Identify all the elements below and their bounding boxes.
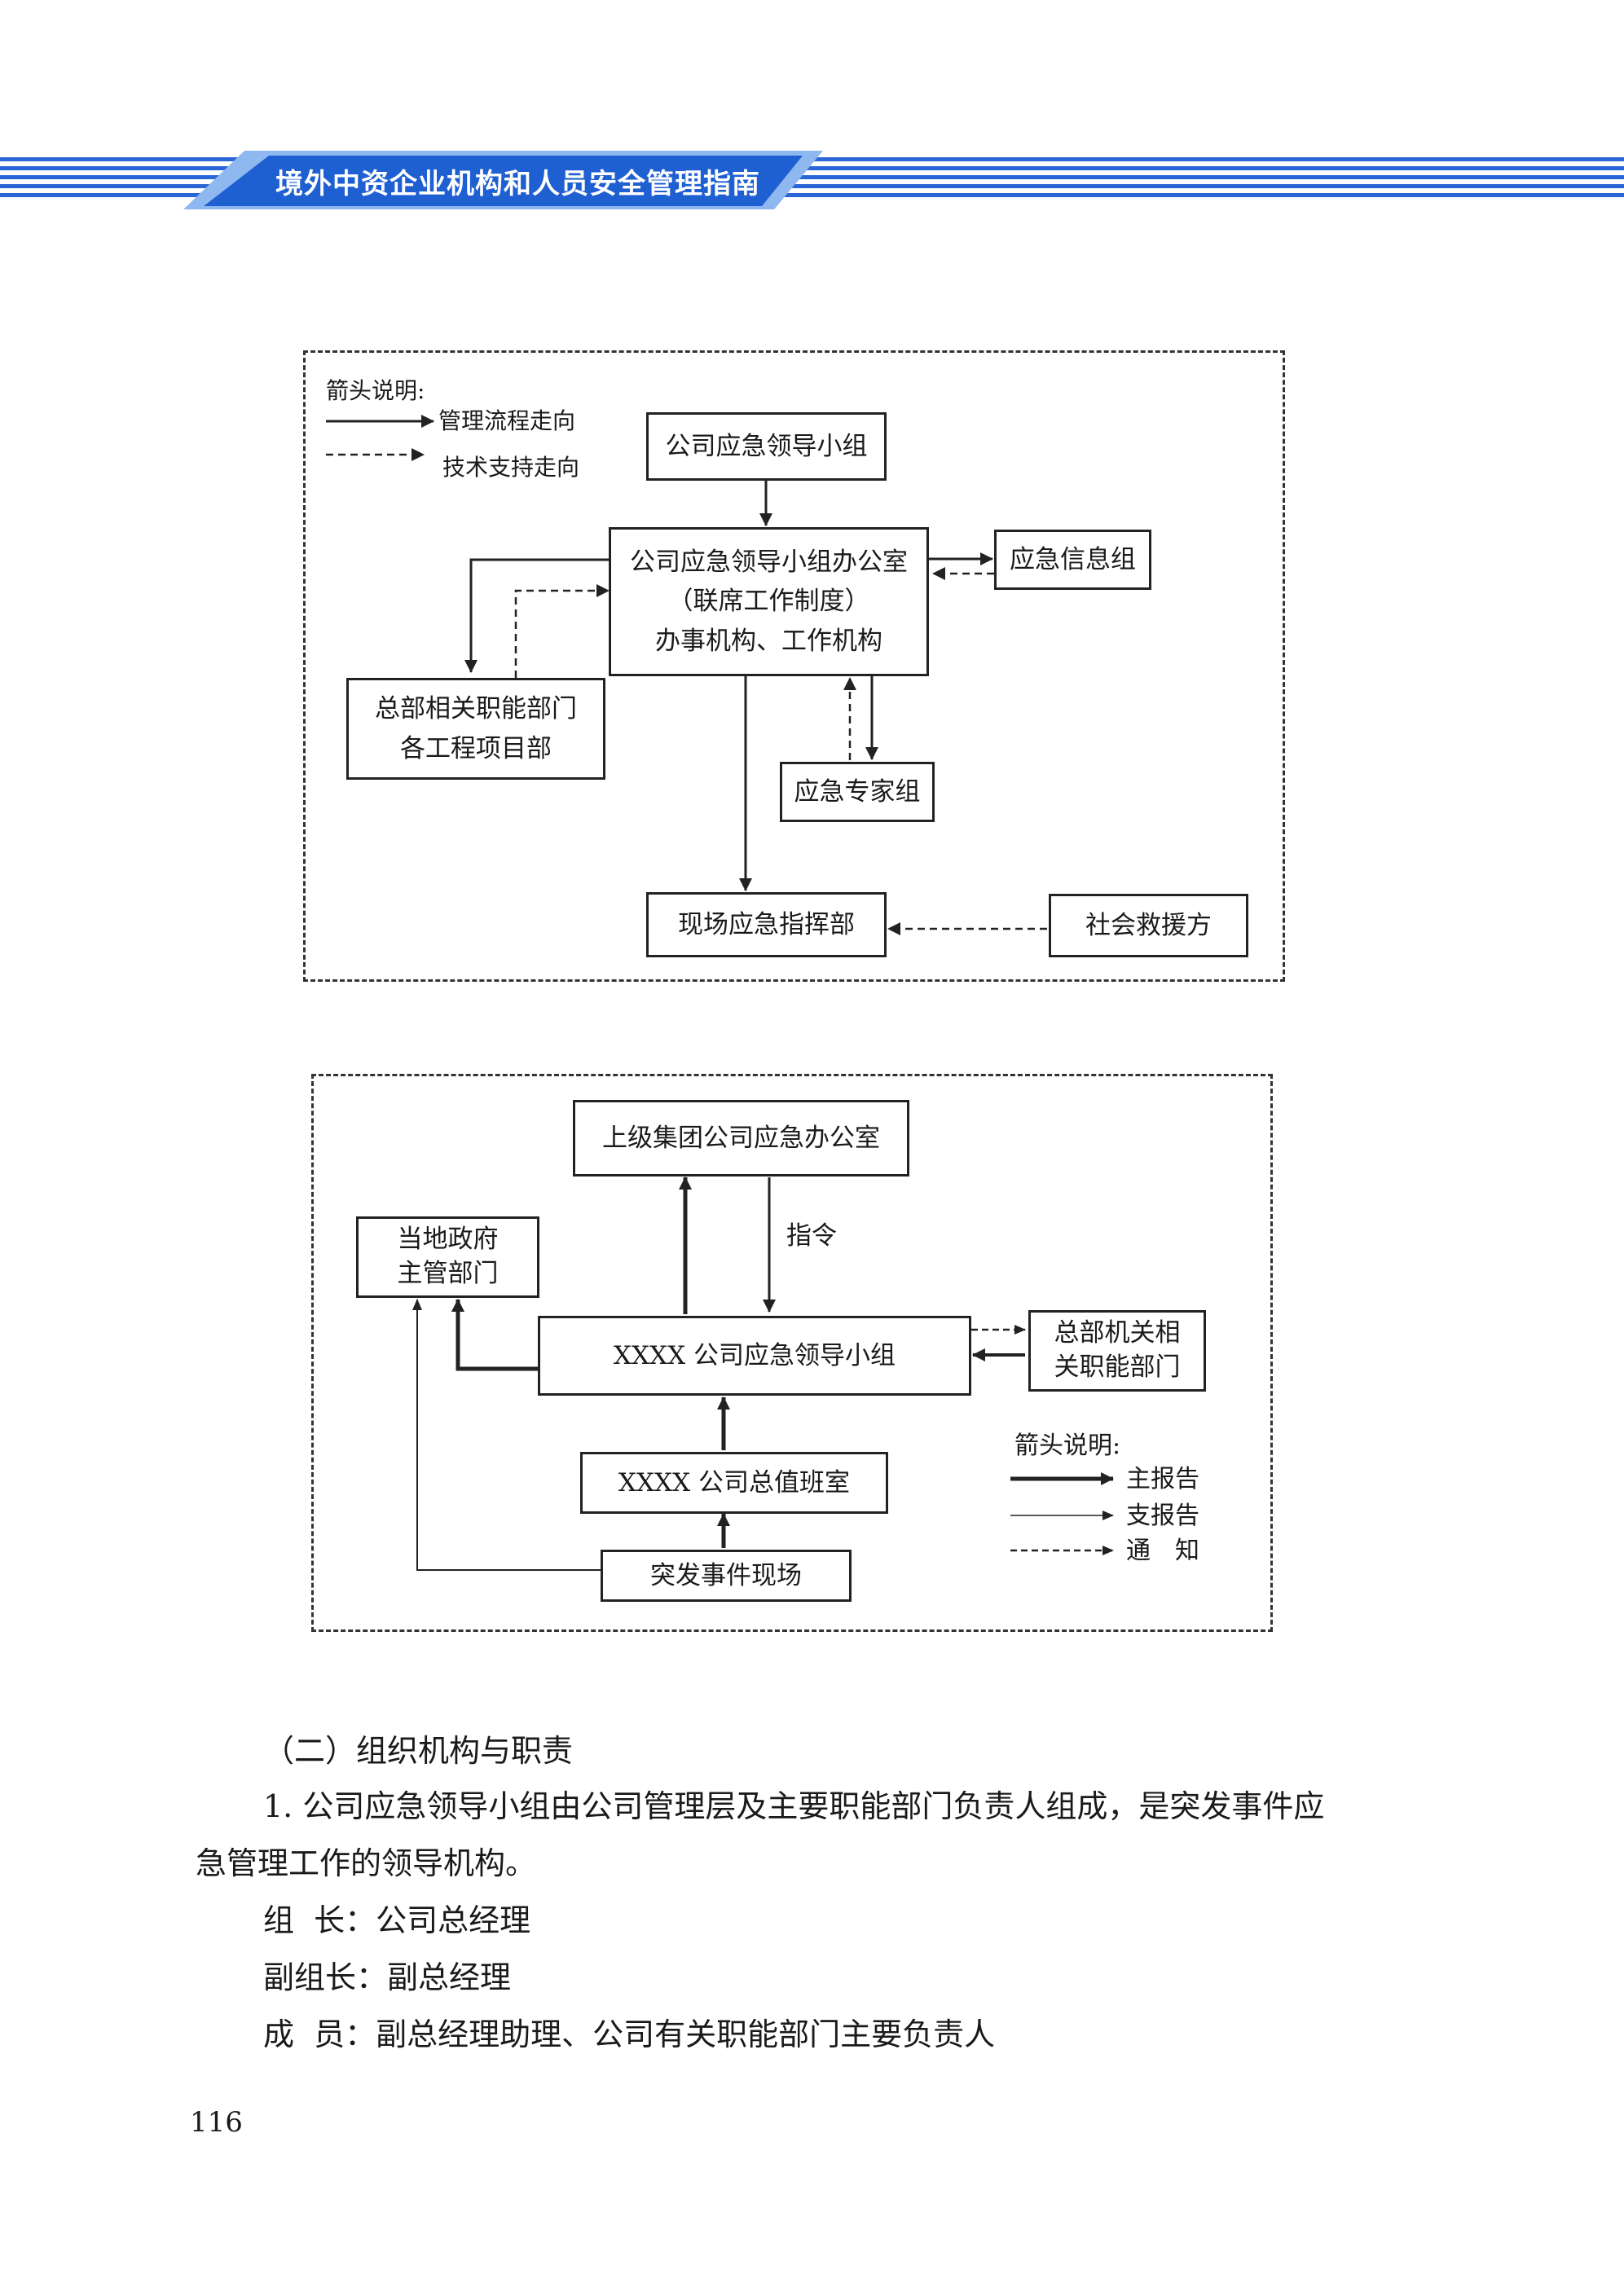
diagram1-frame — [303, 350, 1285, 982]
office-line2: （联席工作制度） — [667, 587, 870, 617]
expert-group-label: 应急专家组 — [794, 776, 921, 807]
leading-group-label: 公司应急领导小组 — [665, 431, 868, 461]
legend-main-report-label: 主报告 — [1126, 1465, 1199, 1493]
hq-departments-box: 总部相关职能部门 各工程项目部 — [346, 678, 605, 780]
incident-site-label: 突发事件现场 — [650, 1560, 802, 1590]
company-leading-group-box: XXXX 公司应急领导小组 — [538, 1316, 971, 1396]
group-office-label: 上级集团公司应急办公室 — [602, 1123, 880, 1153]
office-line1: 公司应急领导小组办公室 — [630, 548, 908, 578]
paragraph-1-line-2: 急管理工作的领导机构。 — [196, 1845, 537, 1881]
deputy-leader-line: 副组长：副总经理 — [263, 1959, 512, 1995]
local-gov-line2: 主管部门 — [397, 1259, 499, 1288]
hq-line1: 总部机关相 — [1054, 1318, 1181, 1348]
hq-line2: 关职能部门 — [1054, 1352, 1181, 1382]
duty-room-box: XXXX 公司总值班室 — [580, 1452, 888, 1514]
incident-site-box: 突发事件现场 — [601, 1550, 852, 1602]
site-command-box: 现场应急指挥部 — [646, 892, 887, 957]
members-line: 成 员：副总经理助理、公司有关职能部门主要负责人 — [263, 2017, 996, 2052]
running-header-title: 境外中资企业机构和人员安全管理指南 — [275, 168, 760, 200]
hq-dept-line1: 总部相关职能部门 — [375, 694, 577, 724]
company-leading-group-label: XXXX 公司应急领导小组 — [613, 1340, 896, 1370]
hq-functional-departments-box: 总部机关相 关职能部门 — [1028, 1310, 1206, 1392]
social-rescue-label: 社会救援方 — [1085, 910, 1212, 940]
local-government-box: 当地政府 主管部门 — [356, 1216, 539, 1298]
expert-group-box: 应急专家组 — [780, 762, 935, 822]
leading-group-box: 公司应急领导小组 — [646, 412, 887, 481]
diagram1-legend-solid-label: 管理流程走向 — [438, 407, 576, 434]
local-gov-line1: 当地政府 — [397, 1225, 499, 1255]
page-number: 116 — [190, 2106, 243, 2139]
leading-group-office-box: 公司应急领导小组办公室 （联席工作制度） 办事机构、工作机构 — [609, 527, 929, 676]
section-heading: （二）组织机构与职责 — [263, 1733, 574, 1769]
legend-notice-label: 通 知 — [1126, 1537, 1199, 1565]
diagram2-frame — [311, 1074, 1273, 1632]
group-emergency-office-box: 上级集团公司应急办公室 — [573, 1100, 909, 1176]
info-group-label: 应急信息组 — [1010, 544, 1136, 574]
diagram1-legend-title: 箭头说明: — [326, 377, 425, 404]
paragraph-1-line-1: 1. 公司应急领导小组由公司管理层及主要职能部门负责人组成，是突发事件应 — [263, 1788, 1325, 1824]
hq-dept-line2: 各工程项目部 — [400, 733, 552, 763]
diagram2-legend-title: 箭头说明: — [1014, 1432, 1121, 1460]
office-line3: 办事机构、工作机构 — [655, 626, 882, 656]
site-command-label: 现场应急指挥部 — [678, 909, 855, 939]
legend-support-report-label: 支报告 — [1126, 1502, 1199, 1530]
instruction-label: 指令 — [786, 1221, 837, 1251]
header-band — [0, 151, 1624, 209]
social-rescue-box: 社会救援方 — [1049, 894, 1248, 957]
duty-room-label: XXXX 公司总值班室 — [618, 1467, 851, 1498]
group-leader-line: 组 长：公司总经理 — [263, 1902, 531, 1938]
info-group-box: 应急信息组 — [994, 530, 1151, 590]
diagram1-legend-dashed-label: 技术支持走向 — [442, 454, 580, 481]
